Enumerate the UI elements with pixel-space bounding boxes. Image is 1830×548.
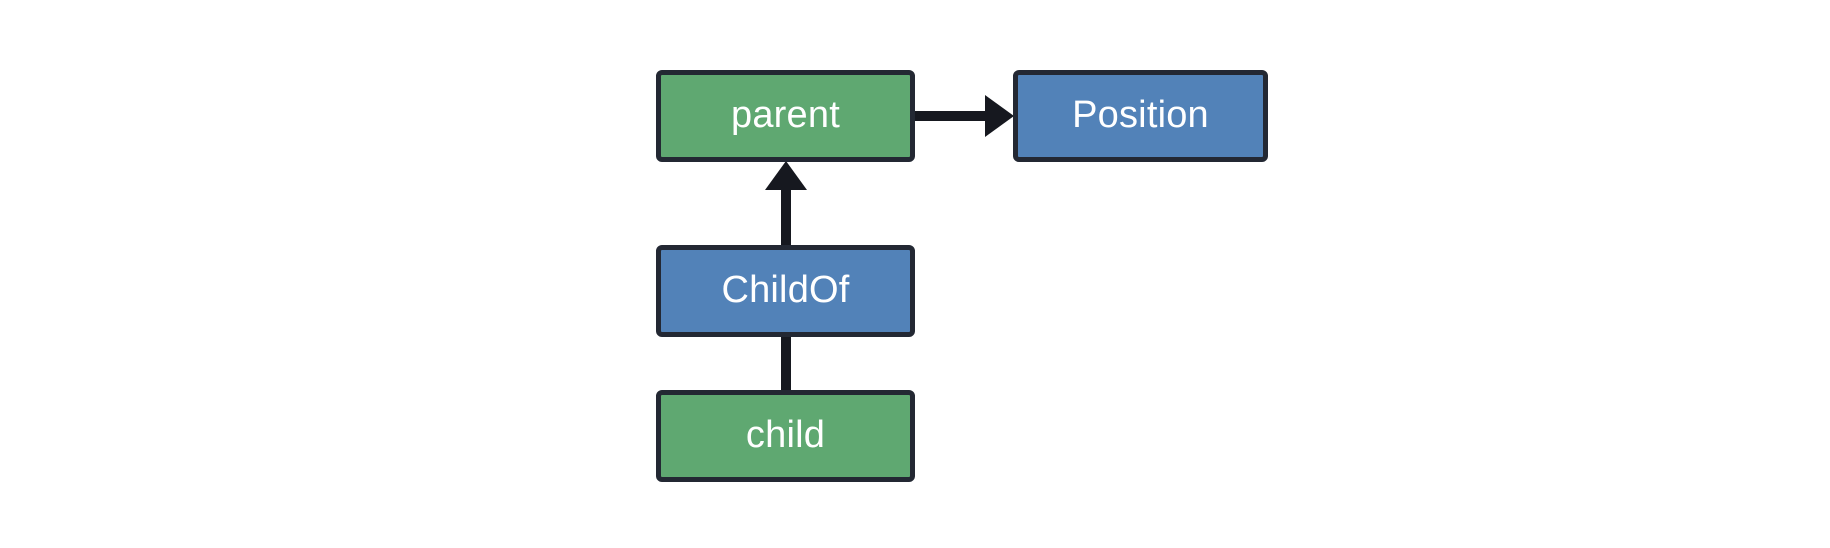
- edge-parent-to-position: [913, 95, 1014, 137]
- node-parent-label: parent: [731, 94, 840, 136]
- node-childof[interactable]: ChildOf: [656, 245, 915, 337]
- node-child[interactable]: child: [656, 390, 915, 482]
- arrowhead-up-icon: [765, 161, 807, 190]
- node-parent[interactable]: parent: [656, 70, 915, 162]
- node-child-label: child: [745, 414, 826, 456]
- arrowhead-right-icon: [985, 95, 1014, 137]
- edge-childof-to-parent: [765, 161, 807, 247]
- node-position[interactable]: Position: [1013, 70, 1268, 162]
- node-position-label: Position: [1072, 94, 1209, 136]
- node-childof-label: ChildOf: [721, 269, 850, 311]
